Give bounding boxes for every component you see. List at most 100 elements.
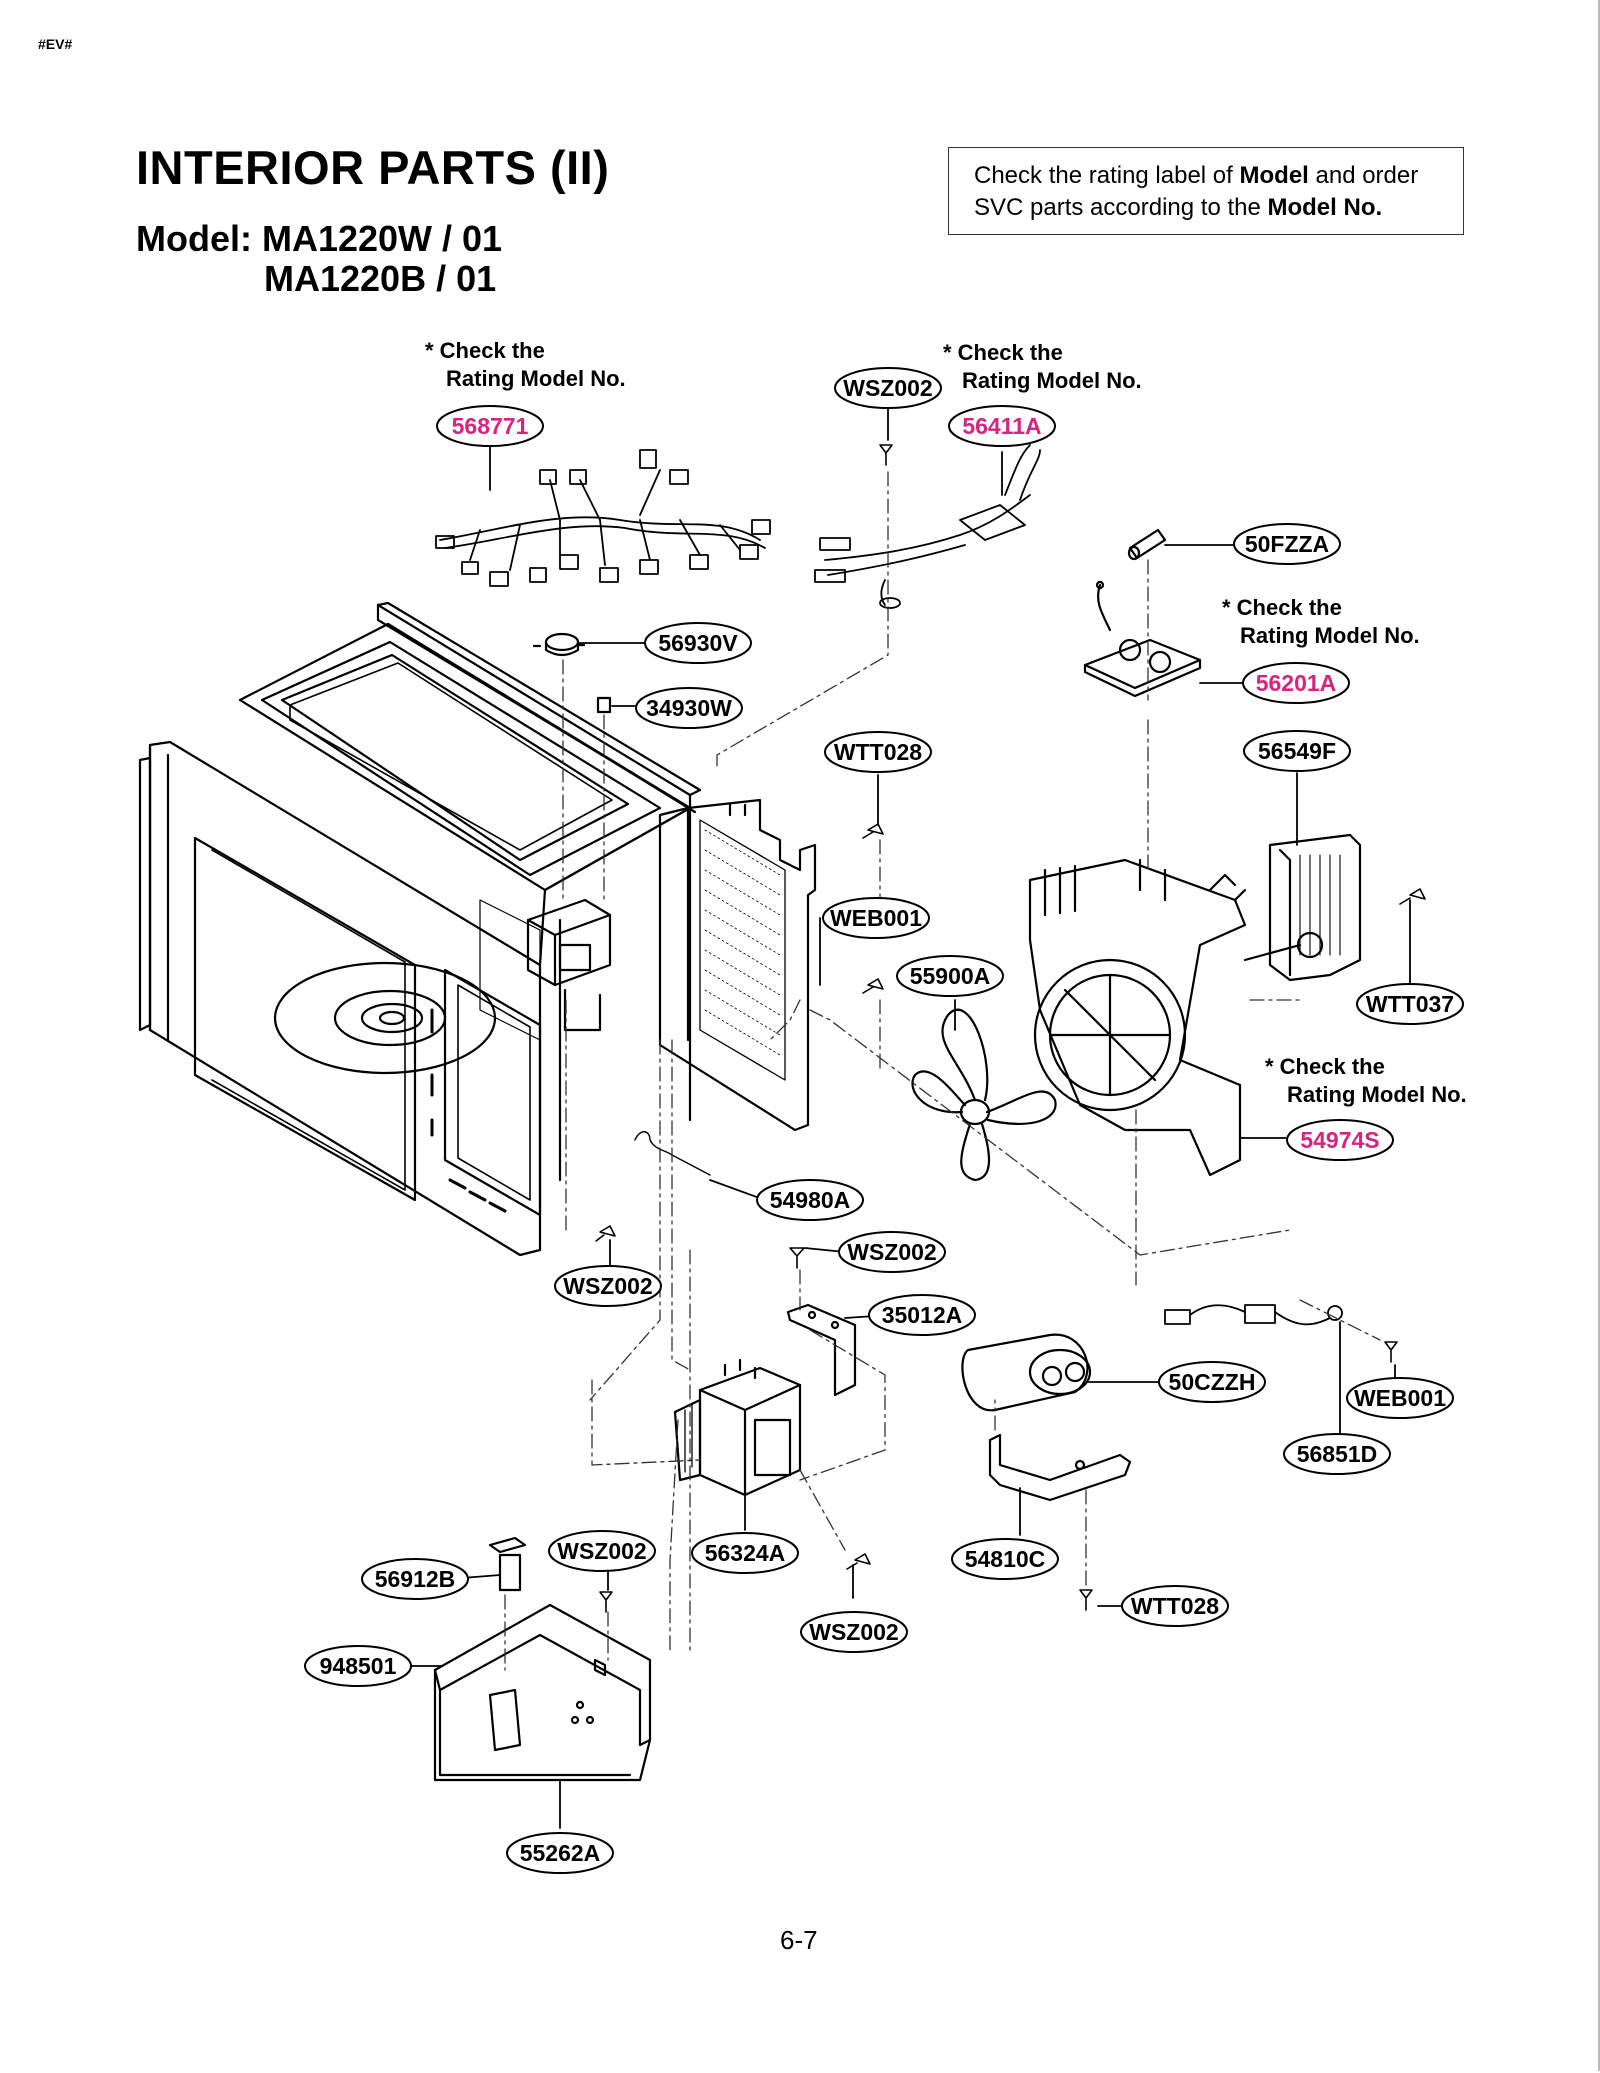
part-label-web001: WEB001 [822,897,930,939]
callout-line-1: * Check the [1265,1054,1385,1079]
note-line-2: SVC parts according to the Model No. [974,192,1463,224]
part-label-oval [824,731,932,773]
part-label-wtt028: WTT028 [824,731,932,773]
part-label-oval [1243,730,1351,772]
part-label-text: 56912B [375,1566,456,1592]
part-label-text: 56201A [1256,670,1337,696]
part-label-56851d: 56851D [1283,1433,1391,1475]
page-title: INTERIOR PARTS (II) [136,141,610,194]
part-label-oval [1356,983,1464,1025]
air-guide-drawing [1028,858,1247,1177]
part-label-oval [361,1558,469,1600]
part-label-text: 54810C [965,1546,1046,1572]
part-label-oval [1233,523,1341,565]
part-label-oval [635,687,743,729]
part-label-56912b: 56912B [361,1558,469,1600]
doc-tag: #EV# [38,36,73,52]
stirrer-motor-drawing [526,898,612,1032]
part-label-oval [834,367,942,409]
part-label-wsz002: WSZ002 [834,367,942,409]
part-label-oval [1242,662,1350,704]
magnetron-drawing [673,1358,802,1497]
page-number: 6-7 [780,1925,818,1955]
part-label-oval [756,1179,864,1221]
note-line-1: Check the rating label of Model and orde… [974,160,1463,192]
callout-568771: * Check the Rating Model No. [425,338,626,391]
part-label-wsz002: WSZ002 [548,1530,656,1572]
part-label-oval [822,897,930,939]
part-label-wtt028: WTT028 [1121,1585,1229,1627]
part-label-wsz002: WSZ002 [838,1231,946,1273]
part-label-oval [304,1645,412,1687]
spring-drawing [634,1131,711,1176]
part-label-50fzza: 50FZZA [1233,523,1341,565]
callout-line-1: * Check the [425,338,545,363]
part-label-text: 55900A [910,963,991,989]
part-label-oval [644,622,752,664]
rating-note-box: Check the rating label of Model and orde… [948,147,1464,235]
part-label-wsz002: WSZ002 [800,1611,908,1653]
part-label-text: 54974S [1300,1127,1379,1153]
oven-cavity-drawing [138,601,702,1257]
fan-blade-drawing [911,1008,1057,1182]
callout-line-2: Rating Model No. [962,368,1142,393]
part-label-text: WTT028 [834,739,922,765]
part-label-948501: 948501 [304,1645,412,1687]
part-label-oval [691,1532,799,1574]
part-label-wsz002: WSZ002 [554,1265,662,1307]
part-label-oval [548,1530,656,1572]
note-text: Check the rating label of [974,162,1240,189]
part-label-text: WSZ002 [843,375,932,401]
part-label-54974s: 54974S [1286,1119,1394,1161]
fuse-drawing [1127,528,1167,561]
noise-filter-drawing [1083,580,1202,698]
capacitor-drawing [961,1333,1092,1412]
callout-54974S: * Check the Rating Model No. [1265,1054,1467,1107]
part-label-text: 56324A [705,1540,786,1566]
part-label-text: WTT028 [1131,1593,1219,1619]
bracket-drawing [786,1303,857,1397]
assembly-guide-lines [504,471,1381,1671]
thermostat-drawing [532,632,612,714]
part-label-text: WSZ002 [847,1239,936,1265]
part-label-50czzh: 50CZZH [1158,1361,1266,1403]
part-label-text: 568771 [452,413,529,439]
side-panel-drawing [658,798,817,1132]
callout-line-2: Rating Model No. [1287,1082,1467,1107]
part-label-text: WSZ002 [563,1273,652,1299]
part-label-text: WEB001 [830,905,922,931]
part-label-54980a: 54980A [756,1179,864,1221]
callout-56201A: * Check the Rating Model No. [1222,595,1420,648]
diode-cord-drawing [1164,1304,1343,1326]
wire-harness-drawing [435,449,771,587]
part-label-56324a: 56324A [691,1532,799,1574]
part-label-oval [951,1538,1059,1580]
part-label-oval [506,1832,614,1874]
part-label-oval [868,1294,976,1336]
callout-line-1: * Check the [1222,595,1342,620]
part-label-56201a: 56201A [1242,662,1350,704]
part-label-oval [436,405,544,447]
part-label-text: WSZ002 [557,1538,646,1564]
note-bold-model-no: Model No. [1267,194,1383,221]
part-label-text: 50CZZH [1169,1369,1256,1395]
part-label-text: 56851D [1297,1441,1378,1467]
part-label-oval [948,405,1056,447]
part-label-text: WSZ002 [809,1619,898,1645]
part-label-oval [1121,1585,1229,1627]
part-label-text: 34930W [646,695,732,721]
part-label-oval [1286,1119,1394,1161]
callout-56411A: * Check the Rating Model No. [943,340,1142,393]
part-label-text: 56549F [1258,738,1336,764]
note-text: and order [1308,162,1419,189]
part-label-56930v: 56930V [644,622,752,664]
part-label-34930w: 34930W [635,687,743,729]
part-label-55900a: 55900A [896,955,1004,997]
part-label-text: 55262A [520,1840,601,1866]
callout-line-2: Rating Model No. [446,366,626,391]
part-label-text: 56411A [962,413,1041,439]
part-label-text: 50FZZA [1245,531,1329,557]
part-label-56411a: 56411A [948,405,1056,447]
part-label-54810c: 54810C [951,1538,1059,1580]
part-label-56549f: 56549F [1243,730,1351,772]
